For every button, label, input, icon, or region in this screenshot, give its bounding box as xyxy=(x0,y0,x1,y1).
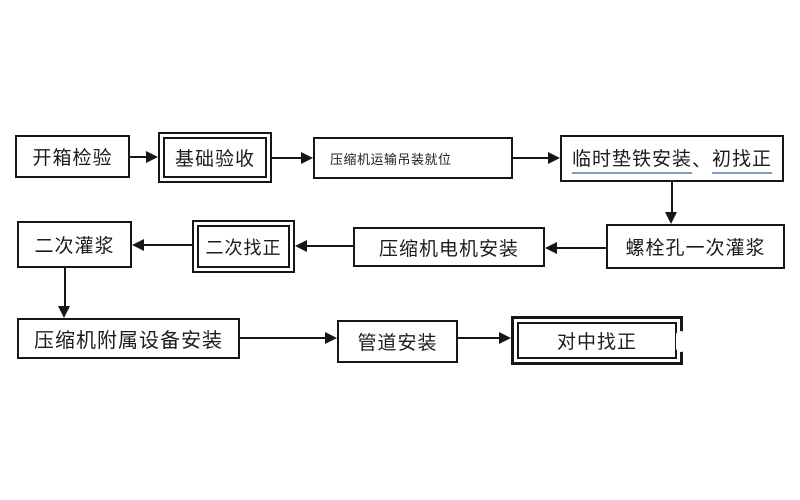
flow-node-temp-shim-label-part1: 临时垫铁安装 xyxy=(571,144,692,174)
arrow-pipe-to-center-alignment-line xyxy=(458,337,499,339)
flow-node-aux-equipment-label: 压缩机附属设备安装 xyxy=(34,330,223,352)
flow-node-pipe-install-label: 管道安装 xyxy=(357,333,438,354)
arrow-right-icon xyxy=(499,332,511,344)
flow-node-center-alignment-label: 对中找正 xyxy=(556,332,637,353)
flow-node-aux-equipment-install: 压缩机附属设备安装 xyxy=(17,318,240,359)
arrow-right-icon xyxy=(301,152,313,164)
flow-node-unboxing-label: 开箱检验 xyxy=(32,148,113,169)
arrow-aux-equipment-to-pipe-line xyxy=(240,337,325,339)
flow-node-unboxing: 开箱检验 xyxy=(15,135,130,178)
flow-node-second-grouting-label: 二次灌浆 xyxy=(34,236,115,257)
arrow-bolt-grouting-to-motor-line xyxy=(557,247,606,249)
flow-node-center-alignment: 对中找正 xyxy=(511,316,683,365)
arrow-second-alignment-to-second-grouting-line xyxy=(144,244,192,246)
arrow-down-icon xyxy=(58,306,70,318)
flow-node-second-alignment-label: 二次找正 xyxy=(205,237,282,258)
flow-node-transport-label: 压缩机运输吊装就位 xyxy=(330,151,452,167)
arrow-foundation-to-transport-line xyxy=(272,157,301,159)
arrow-left-icon xyxy=(295,240,307,252)
arrow-right-icon xyxy=(146,151,158,163)
flow-node-foundation-label: 基础验收 xyxy=(174,149,255,170)
arrow-left-icon xyxy=(545,242,557,254)
arrow-second-grouting-to-aux-equipment-line xyxy=(64,268,66,306)
erased-watermark-artifact xyxy=(676,331,685,352)
flow-node-motor-install-label: 压缩机电机安装 xyxy=(378,238,519,260)
arrow-motor-to-second-alignment-line xyxy=(307,245,353,247)
arrow-unboxing-to-foundation-line xyxy=(130,156,146,158)
flow-node-pipe-install: 管道安装 xyxy=(337,320,458,363)
flow-node-temp-shim-label-part2: 初找正 xyxy=(712,144,773,174)
arrow-down-icon xyxy=(665,212,677,224)
flow-node-foundation-acceptance: 基础验收 xyxy=(158,132,272,183)
flow-node-foundation-inner-border: 基础验收 xyxy=(163,137,267,178)
arrow-left-icon xyxy=(132,239,144,251)
flow-node-motor-install: 压缩机电机安装 xyxy=(353,227,545,267)
flow-node-second-alignment: 二次找正 xyxy=(192,220,295,273)
flow-node-center-alignment-inner-border: 对中找正 xyxy=(517,322,677,359)
flow-node-temp-shim-install: 临时垫铁安装、初找正 xyxy=(560,135,784,182)
flow-node-transport-hoist: 压缩机运输吊装就位 xyxy=(313,137,513,179)
flow-node-second-grouting: 二次灌浆 xyxy=(17,221,132,268)
arrow-temp-shim-to-bolt-grouting-line xyxy=(671,182,673,212)
arrow-right-icon xyxy=(325,332,337,344)
flow-node-temp-shim-separator: 、 xyxy=(691,150,712,171)
flow-node-bolt-hole-grouting-label: 螺栓孔一次灌浆 xyxy=(625,238,766,259)
flow-node-bolt-hole-grouting: 螺栓孔一次灌浆 xyxy=(606,224,785,269)
flow-node-second-alignment-inner-border: 二次找正 xyxy=(197,225,290,268)
arrow-right-icon xyxy=(548,152,560,164)
arrow-transport-to-temp-shim-line xyxy=(513,157,548,159)
